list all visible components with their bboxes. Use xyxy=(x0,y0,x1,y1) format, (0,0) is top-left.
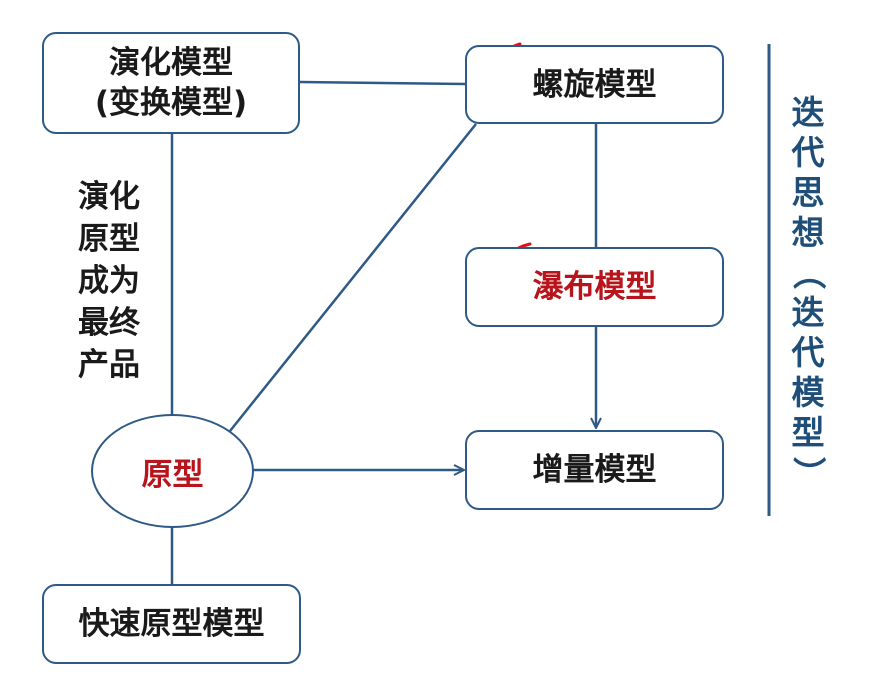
node-evolution-model: 演化模型 (变换模型) xyxy=(42,32,300,134)
connector-evolution-spiral xyxy=(299,80,466,86)
iteration-char: 代 xyxy=(791,333,825,372)
side-note-line: 原型 xyxy=(78,221,140,257)
iteration-char: 迭 xyxy=(791,293,825,332)
side-note-line: 成为 xyxy=(78,263,140,299)
iteration-char: 想 xyxy=(791,213,825,252)
node-incremental-label: 增量模型 xyxy=(532,452,657,488)
iteration-char: 思 xyxy=(791,173,825,212)
iteration-char: 迭 xyxy=(791,93,825,132)
iteration-char: （ xyxy=(789,256,828,290)
node-prototype: 原型 xyxy=(91,414,254,528)
side-note-line: 最终 xyxy=(78,305,140,341)
side-note: 演化 原型 成为 最终 产品 xyxy=(78,176,140,386)
iteration-char: 型 xyxy=(791,413,825,452)
node-incremental-model: 增量模型 xyxy=(465,430,724,510)
node-prototype-label: 原型 xyxy=(141,456,204,493)
side-note-line: 产品 xyxy=(78,347,140,383)
node-waterfall-model: 瀑布模型 xyxy=(465,247,724,327)
node-evolution-subtitle: (变换模型) xyxy=(94,85,248,121)
node-spiral-label: 螺旋模型 xyxy=(532,66,657,103)
node-rapid-prototype-label: 快速原型模型 xyxy=(78,606,265,642)
connector-spiral-prototype xyxy=(229,123,477,432)
node-evolution-title: 演化模型 xyxy=(109,45,233,81)
node-waterfall-label: 瀑布模型 xyxy=(532,269,657,305)
side-note-line: 演化 xyxy=(78,179,140,215)
node-spiral-model: 螺旋模型 xyxy=(465,45,724,124)
iteration-char: ） xyxy=(789,456,828,490)
iteration-char: 模 xyxy=(791,373,825,412)
iteration-label: 迭 代 思 想 （ 迭 代 模 型 ） xyxy=(786,93,830,493)
node-rapid-prototype-model: 快速原型模型 xyxy=(42,584,301,664)
iteration-char: 代 xyxy=(791,133,825,172)
